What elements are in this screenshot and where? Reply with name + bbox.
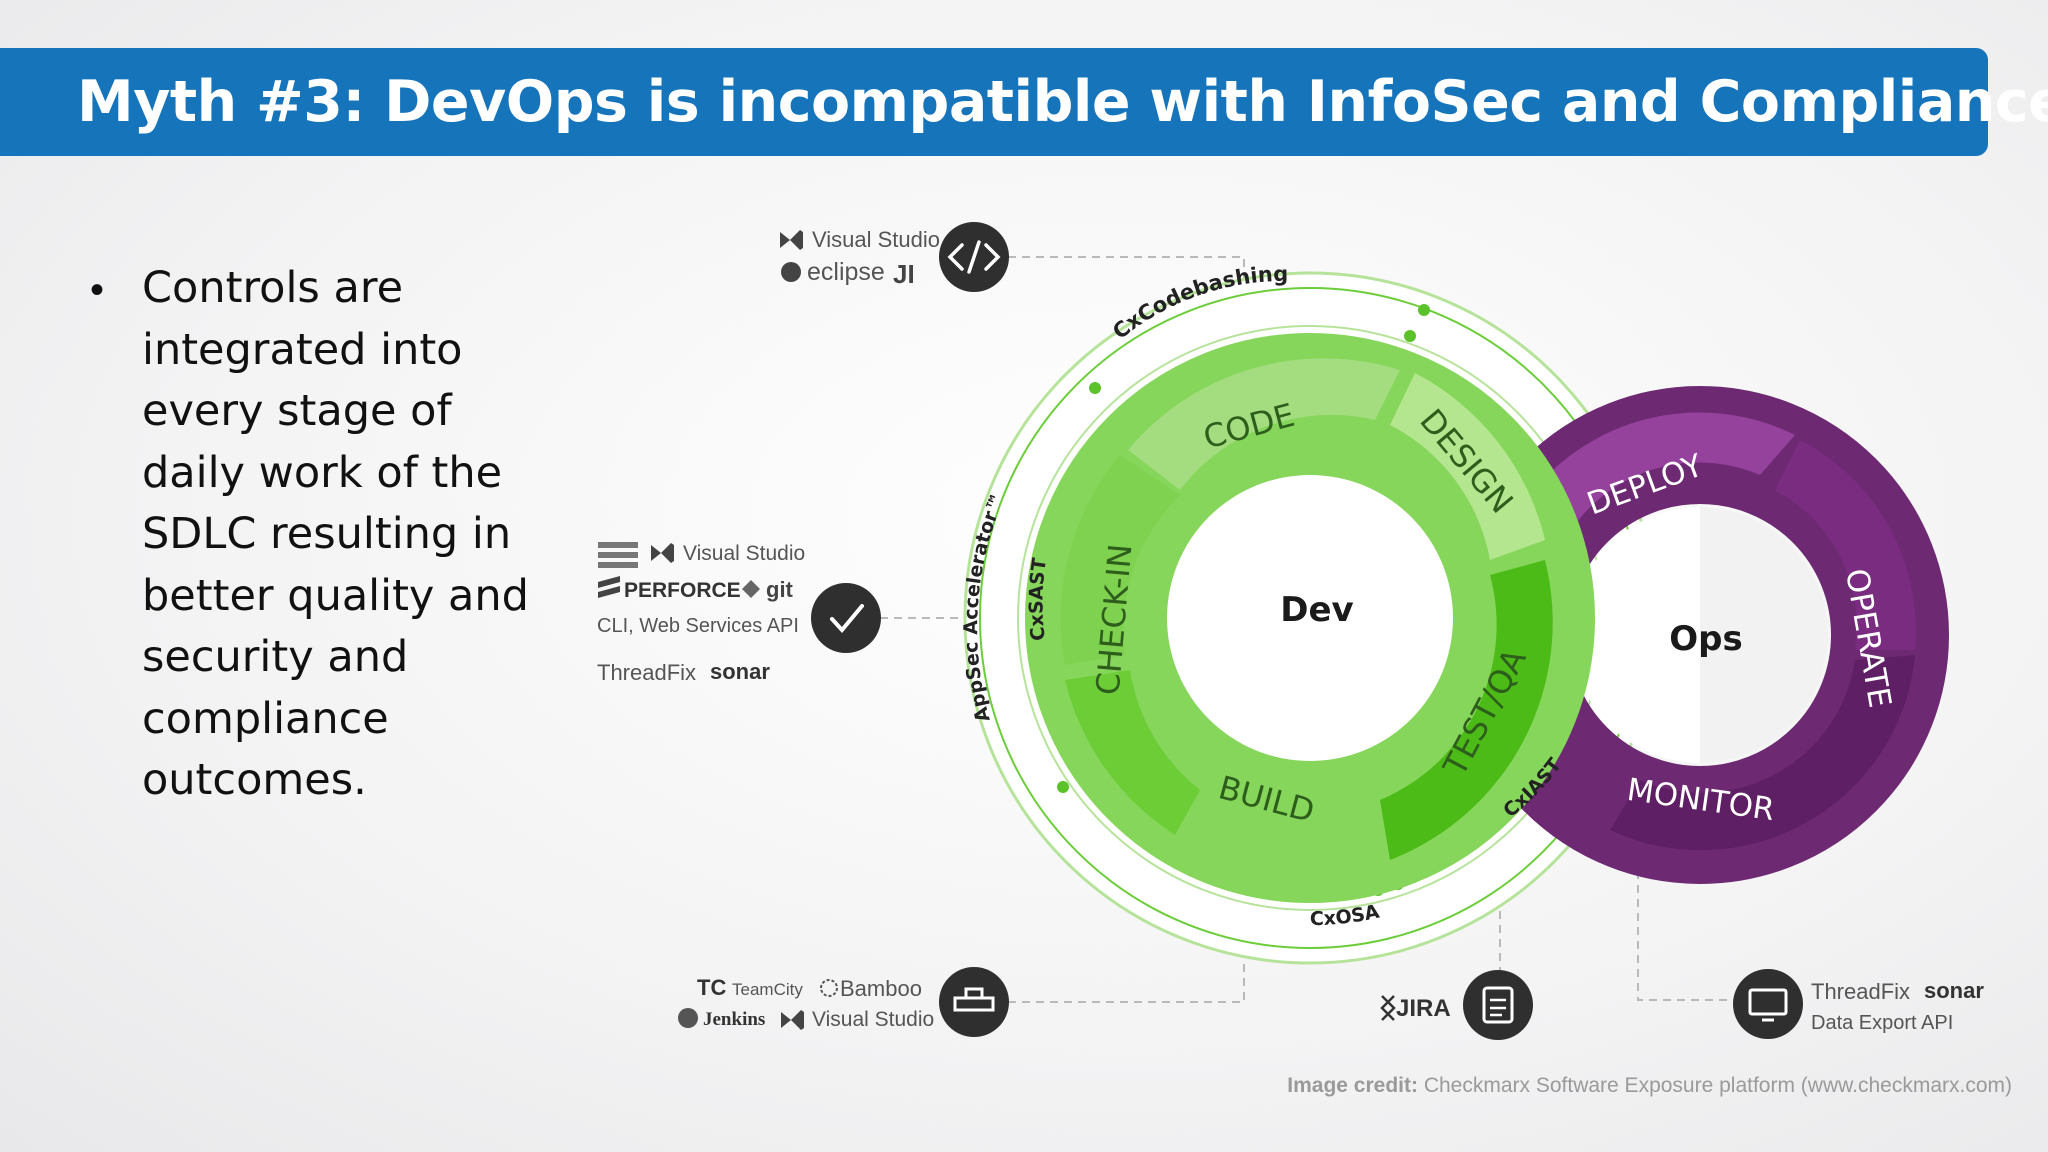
image-credit: Image credit: Checkmarx Software Exposur… (1287, 1074, 2012, 1098)
visual-studio-icon (781, 1010, 804, 1030)
clipboard-icon (1463, 970, 1533, 1040)
dev-center-label: Dev (1280, 590, 1353, 630)
tools-test: JIRA (1380, 995, 1451, 1022)
title-bar: Myth #3: DevOps is incompatible with Inf… (0, 48, 2048, 156)
tool-visual-studio: Visual Studio (683, 542, 805, 565)
monitor-icon (1733, 969, 1803, 1039)
svg-text:CxSAST: CxSAST (1025, 557, 1051, 642)
credit-text: Checkmarx Software Exposure platform (ww… (1423, 1074, 2012, 1097)
tool-eclipse: eclipse (807, 258, 885, 286)
tool-jenkins: Jenkins (703, 1009, 765, 1030)
bamboo-icon (820, 979, 838, 997)
build-icon (939, 967, 1009, 1037)
perforce-icon (598, 576, 620, 598)
tool-jetbrains: JI (893, 259, 915, 289)
git-icon (742, 580, 760, 598)
tool-git: git (766, 577, 794, 602)
tools-monitor: ThreadFix sonar Data Export API (1811, 978, 1984, 1034)
jira-icon (1380, 995, 1396, 1021)
tool-data-export-api: Data Export API (1811, 1012, 1953, 1034)
visual-studio-icon (780, 230, 803, 250)
tool-sonar: sonar (1924, 978, 1984, 1003)
tools-checkin: Visual Studio PERFORCE git CLI, Web Serv… (597, 542, 805, 685)
bullet-dot: • (90, 268, 105, 312)
tool-bamboo: Bamboo (840, 976, 922, 1001)
check-icon (811, 583, 881, 653)
bullet-item: • Controls are integrated into every sta… (90, 258, 560, 812)
tool-visual-studio: Visual Studio (812, 1008, 934, 1031)
code-icon (939, 222, 1009, 292)
tool-sonar: sonar (710, 659, 770, 684)
teamcity-icon: TC (697, 975, 726, 1000)
label-cxsast: CxSAST (1025, 557, 1051, 642)
dev-ring: CODE DESIGN CHECK-IN BUILD TEST/QA Dev (1025, 333, 1595, 903)
ops-center-label: Ops (1669, 619, 1742, 659)
tool-threadfix: ThreadFix (1811, 979, 1910, 1004)
stack-icon (598, 542, 638, 568)
tool-threadfix: ThreadFix (597, 660, 696, 685)
tool-perforce: PERFORCE (624, 579, 741, 602)
tool-teamcity: TeamCity (732, 980, 803, 999)
tool-visual-studio: Visual Studio (812, 227, 940, 252)
credit-label: Image credit: (1287, 1074, 1418, 1097)
jenkins-icon (678, 1008, 698, 1028)
tool-cli: CLI, Web Services API (597, 615, 799, 637)
tool-jira: JIRA (1396, 995, 1451, 1022)
bullet-text: Controls are integrated into every stage… (142, 263, 529, 805)
visual-studio-icon (651, 543, 674, 563)
tools-code: Visual Studio eclipse JI (780, 227, 940, 289)
slide-title: Myth #3: DevOps is incompatible with Inf… (77, 69, 2048, 135)
tools-build: TC TeamCity Bamboo Jenkins Visual Studio (678, 975, 934, 1031)
eclipse-icon (781, 262, 801, 282)
